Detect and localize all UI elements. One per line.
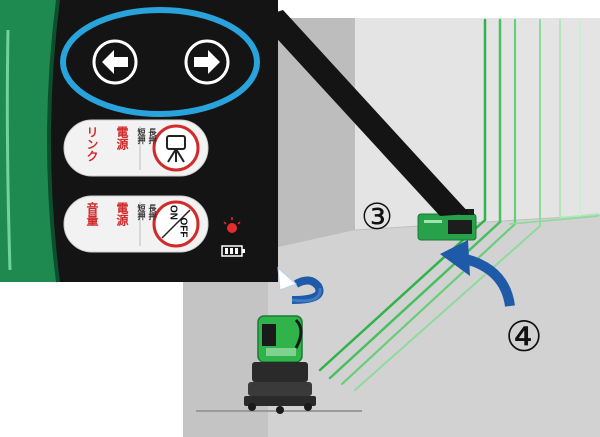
row2-label-top-sub: 短押 <box>137 204 146 220</box>
power-volume-button[interactable] <box>63 195 209 253</box>
row1-label-top: 長押 <box>148 128 157 144</box>
row2-label-top: 長押 <box>148 204 157 220</box>
right-arrow-button[interactable] <box>184 39 230 85</box>
callout-wedge <box>258 10 470 216</box>
right-arrow-icon <box>194 50 220 74</box>
row2-label-main-a: 電源 <box>115 202 129 226</box>
row2-label-main-b: 音量 <box>85 202 99 226</box>
arrow-buttons-highlight <box>60 7 260 117</box>
control-panel <box>0 0 278 283</box>
rotate-arrow-icon <box>277 266 324 304</box>
row1-label-main-a: 電源 <box>115 126 129 150</box>
left-arrow-button[interactable] <box>92 39 138 85</box>
off-label: OFF <box>177 217 189 238</box>
status-led-icon <box>223 217 241 233</box>
left-arrow-icon <box>102 50 128 74</box>
battery-indicator-icon <box>221 245 245 257</box>
row1-label-top-sub: 短押 <box>137 128 146 144</box>
move-arrow-icon <box>440 240 515 307</box>
tripod-laser-icon <box>166 135 186 163</box>
step-4-label: ④ <box>505 312 543 361</box>
row1-label-main-b: リンク <box>85 126 99 162</box>
laser-level-device <box>244 315 316 414</box>
link-power-button[interactable] <box>63 119 209 177</box>
step-3-label: ③ <box>360 197 394 238</box>
laser-receiver <box>417 209 477 241</box>
laser-lines <box>318 18 599 391</box>
